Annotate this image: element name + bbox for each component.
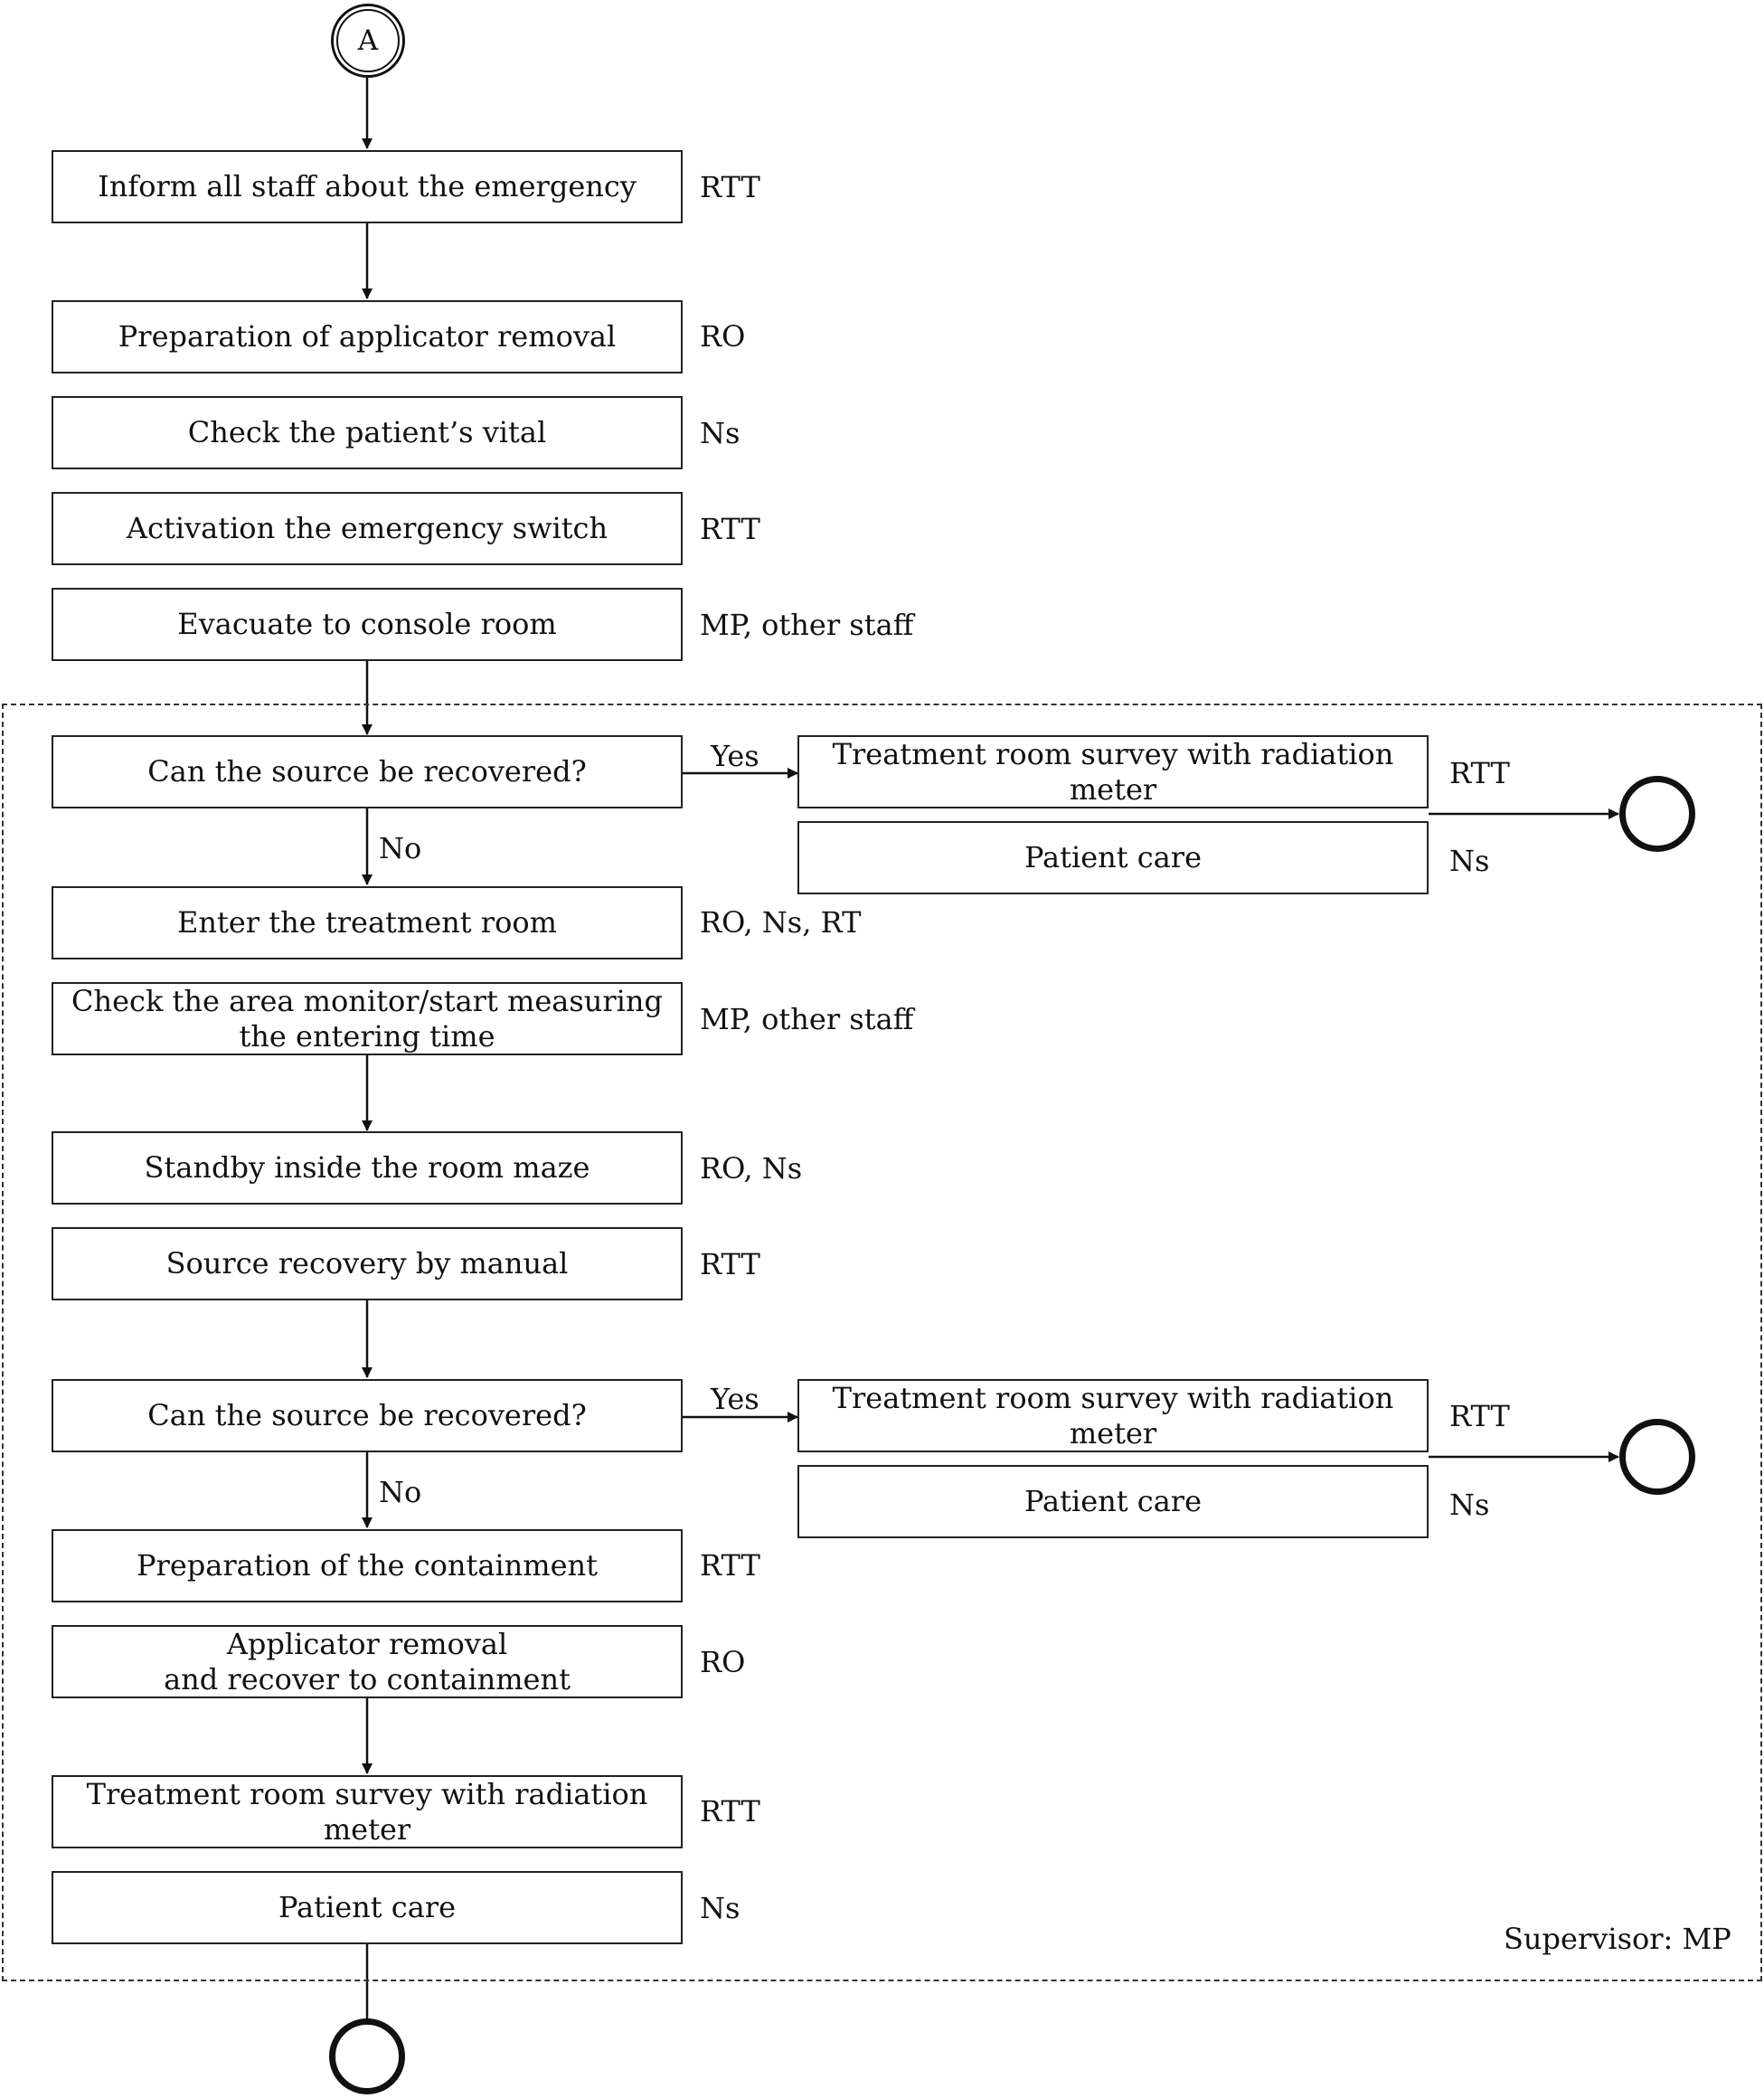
role-check-vital: Ns <box>700 416 741 450</box>
start-connector: A <box>336 9 400 72</box>
role-check-area-monitor: MP, other staff <box>700 1002 914 1036</box>
step-standby-maze: Standby inside the room maze <box>52 1131 683 1205</box>
role-enter-room: RO, Ns, RT <box>700 905 862 940</box>
supervised-region <box>2 704 1762 1981</box>
branch1-role-room-survey: RTT <box>1449 756 1510 790</box>
step-prep-applicator-removal: Preparation of applicator removal <box>52 300 683 373</box>
decision-source-recovered-2: Can the source be recovered? <box>52 1379 683 1452</box>
supervisor-label: Supervisor: MP <box>1504 1922 1731 1956</box>
yes-label-2: Yes <box>711 1382 759 1416</box>
step-check-vital: Check the patient’s vital <box>52 396 683 469</box>
step-evacuate: Evacuate to console room <box>52 588 683 661</box>
step-inform-staff: Inform all staff about the emergency <box>52 150 683 223</box>
branch2-end-connector <box>1619 1419 1695 1495</box>
step-patient-care: Patient care <box>52 1871 683 1944</box>
role-prep-applicator-removal: RO <box>700 319 746 354</box>
role-patient-care: Ns <box>700 1891 741 1925</box>
step-prep-containment: Preparation of the containment <box>52 1529 683 1602</box>
branch2-room-survey: Treatment room survey with radiation met… <box>797 1379 1429 1452</box>
role-emergency-switch: RTT <box>700 512 760 546</box>
branch1-role-patient-care: Ns <box>1449 844 1490 878</box>
branch1-patient-care: Patient care <box>797 821 1429 894</box>
role-room-survey: RTT <box>700 1794 760 1829</box>
branch2-patient-care: Patient care <box>797 1465 1429 1538</box>
role-evacuate: MP, other staff <box>700 608 914 642</box>
role-applicator-removal: RO <box>700 1645 746 1679</box>
step-emergency-switch: Activation the emergency switch <box>52 492 683 565</box>
step-manual-recovery: Source recovery by manual <box>52 1227 683 1300</box>
step-applicator-removal: Applicator removal and recover to contai… <box>52 1625 683 1698</box>
role-manual-recovery: RTT <box>700 1247 760 1281</box>
step-room-survey: Treatment room survey with radiation met… <box>52 1775 683 1848</box>
role-inform-staff: RTT <box>700 170 760 204</box>
step-check-area-monitor: Check the area monitor/start measuring t… <box>52 982 683 1055</box>
branch2-role-room-survey: RTT <box>1449 1399 1510 1433</box>
no-label-1: No <box>379 831 422 865</box>
yes-label-1: Yes <box>711 739 759 773</box>
decision-source-recovered-1: Can the source be recovered? <box>52 735 683 808</box>
no-label-2: No <box>379 1475 422 1509</box>
step-enter-room: Enter the treatment room <box>52 886 683 959</box>
final-end-connector <box>329 2018 405 2094</box>
branch2-role-patient-care: Ns <box>1449 1488 1490 1522</box>
branch1-end-connector <box>1619 776 1695 852</box>
start-connector-outer-ring <box>331 4 405 78</box>
role-prep-containment: RTT <box>700 1548 760 1583</box>
branch1-room-survey: Treatment room survey with radiation met… <box>797 735 1429 808</box>
role-standby-maze: RO, Ns <box>700 1151 803 1186</box>
